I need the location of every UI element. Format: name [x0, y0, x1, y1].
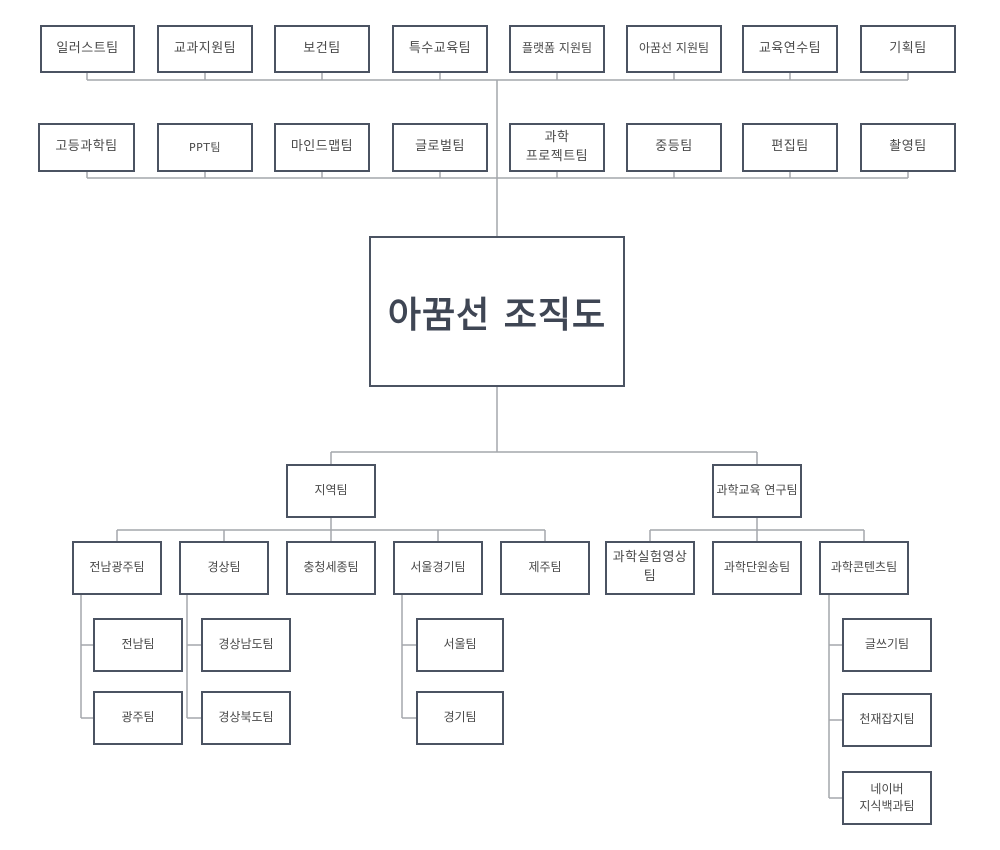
team-akkumseon-support: 아꿈선 지원팀 [626, 25, 722, 73]
org-chart-title: 아꿈선 조직도 [387, 294, 607, 336]
team-middle-school: 중등팀 [626, 123, 722, 172]
team-science-experiment-video: 과학실험영상 팀 [605, 541, 695, 595]
team-global: 글로벌팀 [392, 123, 488, 172]
team-special-education: 특수교육팀 [392, 25, 488, 73]
team-subject-support: 교과지원팀 [157, 25, 253, 73]
team-high-school-science: 고등과학팀 [38, 123, 135, 172]
org-chart-title-box: 아꿈선 조직도 [369, 236, 625, 387]
team-gyeongsang: 경상팀 [179, 541, 269, 595]
team-science-project: 과학 프로젝트팀 [509, 123, 605, 172]
team-jeonnam-gwangju: 전남광주팀 [72, 541, 162, 595]
team-gwangju: 광주팀 [93, 691, 183, 745]
team-writing: 글쓰기팀 [842, 618, 932, 672]
team-filming: 촬영팀 [860, 123, 956, 172]
team-science-unit-song: 과학단원송팀 [712, 541, 802, 595]
team-platform-support: 플랫폼 지원팀 [509, 25, 605, 73]
team-ppt: PPT팀 [157, 123, 253, 172]
team-illustration: 일러스트팀 [40, 25, 135, 73]
team-mind-map: 마인드맵팀 [274, 123, 370, 172]
science-education-research-team: 과학교육 연구팀 [712, 464, 802, 518]
team-gyeonggi: 경기팀 [416, 691, 504, 745]
team-jeonnam: 전남팀 [93, 618, 183, 672]
team-gyeongnam: 경상남도팀 [201, 618, 291, 672]
team-education-training: 교육연수팀 [742, 25, 838, 73]
team-gyeongbuk: 경상북도팀 [201, 691, 291, 745]
team-jeju: 제주팀 [500, 541, 590, 595]
team-science-content: 과학콘텐츠팀 [819, 541, 909, 595]
team-seoul-gyeonggi: 서울경기팀 [393, 541, 483, 595]
regional-team: 지역팀 [286, 464, 376, 518]
team-naver-knowledge-encyclopedia: 네이버 지식백과팀 [842, 771, 932, 825]
team-chungcheong-sejong: 충청세종팀 [286, 541, 376, 595]
team-health: 보건팀 [274, 25, 370, 73]
team-planning: 기획팀 [860, 25, 956, 73]
team-genius-magazine: 천재잡지팀 [842, 693, 932, 747]
team-seoul: 서울팀 [416, 618, 504, 672]
team-editing: 편집팀 [742, 123, 838, 172]
